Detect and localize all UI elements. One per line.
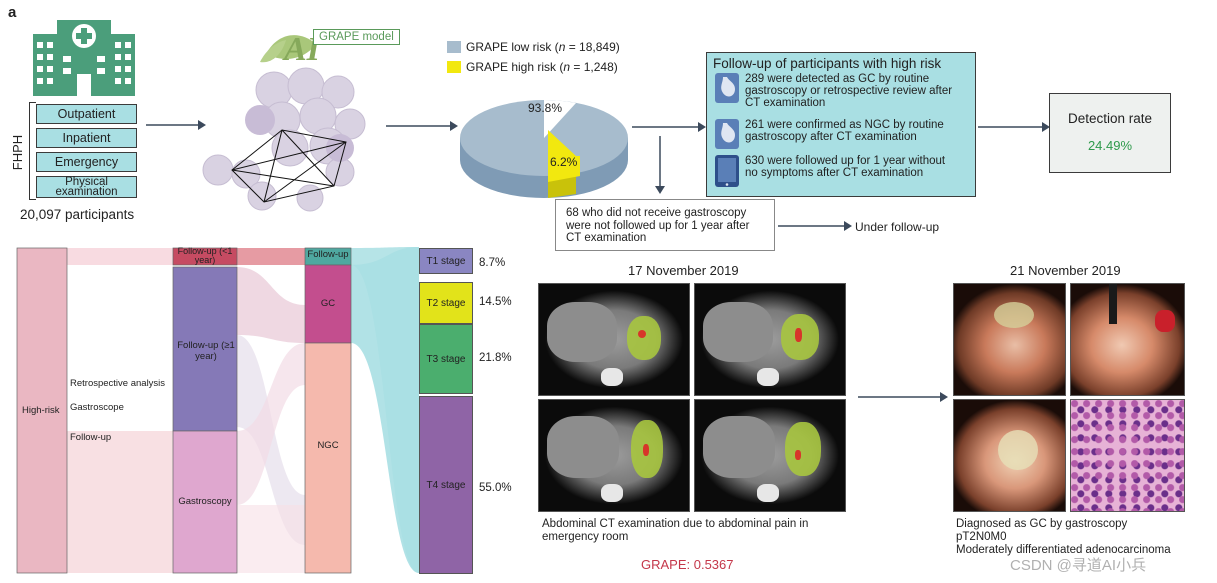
label-followup-ge1: Follow-up (≥1 year): [177, 340, 235, 362]
node-gastroscopy: [172, 430, 238, 574]
arrow-to-endoscopy: [858, 392, 948, 402]
followup-title: Follow-up of participants with high risk: [713, 56, 942, 71]
fhph-bracket: [29, 102, 36, 200]
arrow-to-grape: [146, 120, 206, 130]
fhph-label: FHPH: [10, 134, 26, 170]
source-physical-examination: Physical examination: [36, 176, 137, 198]
legend-low-risk: GRAPE low risk (n = 18,849): [447, 40, 620, 54]
pct-t2: 14.5%: [479, 296, 512, 308]
detection-box: Detection rate 24.49%: [1049, 93, 1171, 173]
node-followup-ge1: [172, 266, 238, 432]
legend-high-risk: GRAPE high risk (n = 1,248): [447, 60, 618, 74]
arrow-to-followup: [632, 122, 706, 194]
legend-low-swatch: [447, 41, 461, 53]
ct-image-2: [694, 283, 846, 396]
ct-image-1: [538, 283, 690, 396]
ct-score: GRAPE: 0.5367: [641, 557, 734, 572]
detection-title: Detection rate: [1067, 111, 1153, 126]
under-followup-label: Under follow-up: [855, 220, 940, 234]
source-inpatient: Inpatient: [36, 128, 137, 148]
source-emergency: Emergency: [36, 152, 137, 172]
hospital-icon: [33, 20, 135, 96]
detection-value: 24.49%: [1087, 138, 1133, 153]
ct-date: 17 November 2019: [628, 263, 739, 278]
pct-t3: 21.8%: [479, 352, 512, 364]
watermark: CSDN @寻道AI小兵: [1010, 557, 1147, 574]
endo-image-3: [953, 399, 1066, 512]
label-retrospective: Retrospective analysis: [70, 378, 166, 389]
grape-model-label: GRAPE model: [313, 29, 400, 45]
followup-row-ngc: 261 were confirmed as NGC by routine gas…: [715, 119, 960, 149]
legend-high-swatch: [447, 61, 461, 73]
followup-row-gc: 289 were detected as GC by routine gastr…: [715, 73, 960, 109]
node-gc: [304, 264, 352, 344]
ct-image-4: [694, 399, 846, 512]
endo-image-2: [1070, 283, 1185, 396]
ct-image-3: [538, 399, 690, 512]
endo-caption: Diagnosed as GC by gastroscopy pT2N0M0 M…: [956, 518, 1206, 557]
followup-row-no-symptoms: 630 were followed up for 1 year without …: [715, 155, 960, 187]
stage-t1: T1 stage: [419, 248, 473, 274]
sankey-diagram: [16, 247, 419, 574]
source-outpatient: Outpatient: [36, 104, 137, 124]
pie-high-slice: [548, 130, 580, 182]
arrow-under-followup: [778, 221, 852, 231]
pie-low-pct: 93.8%: [528, 101, 562, 115]
stomach-icon: [715, 119, 739, 149]
pct-t1: 8.7%: [479, 257, 506, 269]
ct-caption: Abdominal CT examination due to abdomina…: [542, 518, 809, 543]
endo-caption-line-1: Diagnosed as GC by gastroscopy: [956, 518, 1128, 530]
label-followup-small: Follow-up: [307, 249, 349, 260]
node-followup-lt1: [172, 247, 238, 266]
pie-high-pct: 6.2%: [550, 155, 578, 169]
label-ngc: NGC: [317, 440, 339, 451]
no-gastroscopy-box: 68 who did not receive gastroscopy were …: [555, 199, 775, 251]
stage-t3: T3 stage: [419, 324, 473, 394]
tablet-icon: [715, 155, 739, 187]
pct-t4: 55.0%: [479, 482, 512, 494]
label-followup-flow: Follow-up: [70, 432, 112, 443]
endo-caption-line-3: Moderately differentiated adenocarcinoma: [956, 544, 1171, 556]
stomach-icon: [715, 73, 739, 103]
arrow-to-detection: [978, 122, 1050, 132]
panel-label: a: [8, 4, 17, 21]
histology-image: [1070, 399, 1185, 512]
grape-icon: AI: [202, 31, 366, 212]
label-high-risk: High-risk: [22, 405, 60, 416]
endo-caption-line-2: pT2N0M0: [956, 531, 1007, 543]
label-gastroscopy: Gastroscopy: [178, 496, 232, 507]
arrow-to-pie: [386, 121, 458, 131]
endo-image-1: [953, 283, 1066, 396]
node-ngc: [304, 342, 352, 574]
label-gastroscope: Gastroscope: [70, 402, 124, 413]
node-high-risk: [16, 247, 68, 574]
followup-panel: Follow-up of participants with high risk…: [706, 52, 976, 197]
label-gc: GC: [320, 298, 336, 309]
pie-chart: 93.8% 6.2%: [460, 100, 628, 198]
stage-t4: T4 stage: [419, 396, 473, 574]
endo-date: 21 November 2019: [1010, 263, 1121, 278]
stage-t2: T2 stage: [419, 282, 473, 324]
participants-count: 20,097 participants: [20, 207, 135, 222]
label-followup-lt1: Follow-up (<1 year): [177, 246, 233, 265]
